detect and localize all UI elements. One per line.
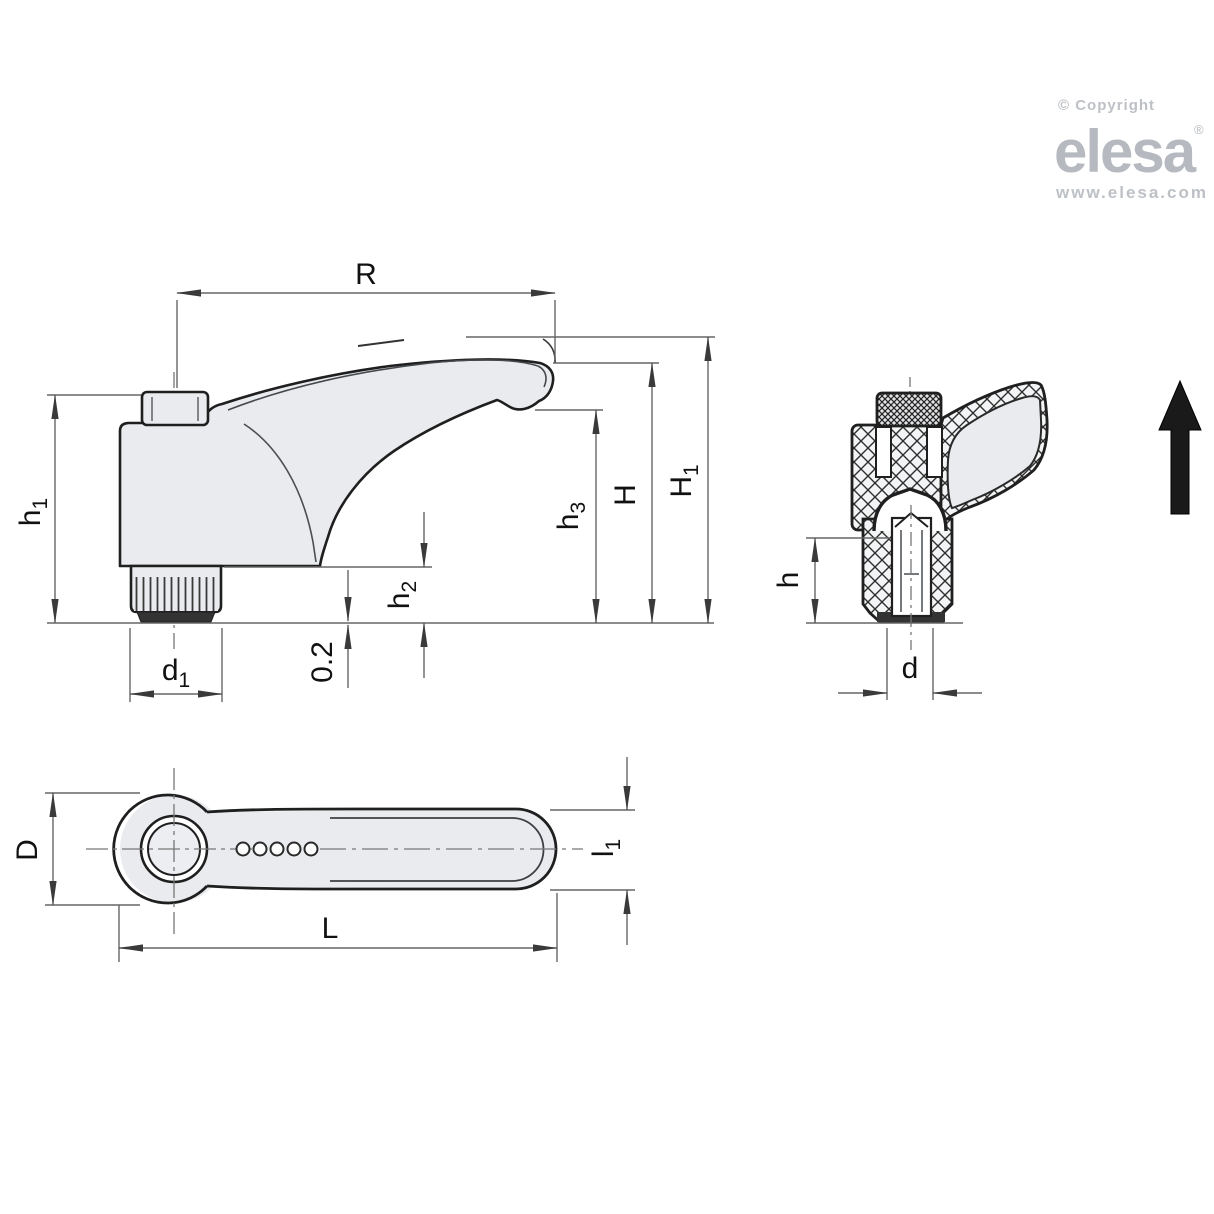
dimension-h <box>806 537 890 624</box>
side-view: R h1 d1 h2 0.2 <box>14 258 715 702</box>
dim-label-H: H <box>609 484 642 506</box>
dim-label-l1: l1 <box>587 839 625 857</box>
nut-bottom-rim <box>136 611 216 623</box>
dimension-H <box>553 362 659 624</box>
lever-top-highlight <box>227 359 539 411</box>
lever-smooth-face <box>946 395 1043 510</box>
dimension-h1 <box>47 394 141 624</box>
dimension-l1 <box>550 757 635 945</box>
dim-label-d: d <box>902 652 919 685</box>
knurl-texture <box>134 577 218 611</box>
dim-label-h2: h2 <box>383 581 421 609</box>
body-lever-junction-line <box>243 423 317 563</box>
slot-left <box>875 426 892 478</box>
dimension-L <box>118 893 558 962</box>
dim-label-D: D <box>11 839 44 861</box>
dim-label-tolerance: 0.2 <box>306 641 339 683</box>
dim-label-d1: d1 <box>162 654 190 692</box>
top-view: D L l1 <box>11 757 635 962</box>
dim-label-R: R <box>355 258 377 291</box>
logo-registered-mark: ® <box>1194 122 1204 137</box>
dimension-h3 <box>535 409 603 624</box>
dim-label-h: h <box>772 572 805 589</box>
dim-label-h1: h1 <box>14 498 52 526</box>
lever-body-outline <box>118 358 555 568</box>
end-view-knob <box>875 391 943 428</box>
dimension-R <box>176 289 556 388</box>
dim-label-L: L <box>322 912 339 945</box>
dim-label-H1: H1 <box>665 464 703 497</box>
logo-website: www.elesa.com <box>1055 183 1208 202</box>
dimension-d1 <box>129 628 223 702</box>
phantom-dash <box>357 339 405 347</box>
logo-copyright: © Copyright <box>1058 97 1155 114</box>
dim-label-h3: h3 <box>552 502 590 530</box>
lever-tip-highlight <box>537 365 547 388</box>
release-button <box>140 390 210 427</box>
phantom-tip-arc <box>542 338 556 364</box>
slot-right <box>926 426 943 478</box>
dimension-h2 <box>224 512 432 678</box>
elesa-logo: © Copyright elesa ® www.elesa.com <box>1054 97 1208 202</box>
index-holes <box>235 841 319 857</box>
dimension-D <box>45 792 140 906</box>
end-view: h d <box>772 377 1049 700</box>
dimension-d <box>838 628 982 700</box>
logo-brand: elesa <box>1054 118 1197 185</box>
up-arrow-icon <box>1158 379 1202 515</box>
dimension-H1 <box>466 336 715 624</box>
